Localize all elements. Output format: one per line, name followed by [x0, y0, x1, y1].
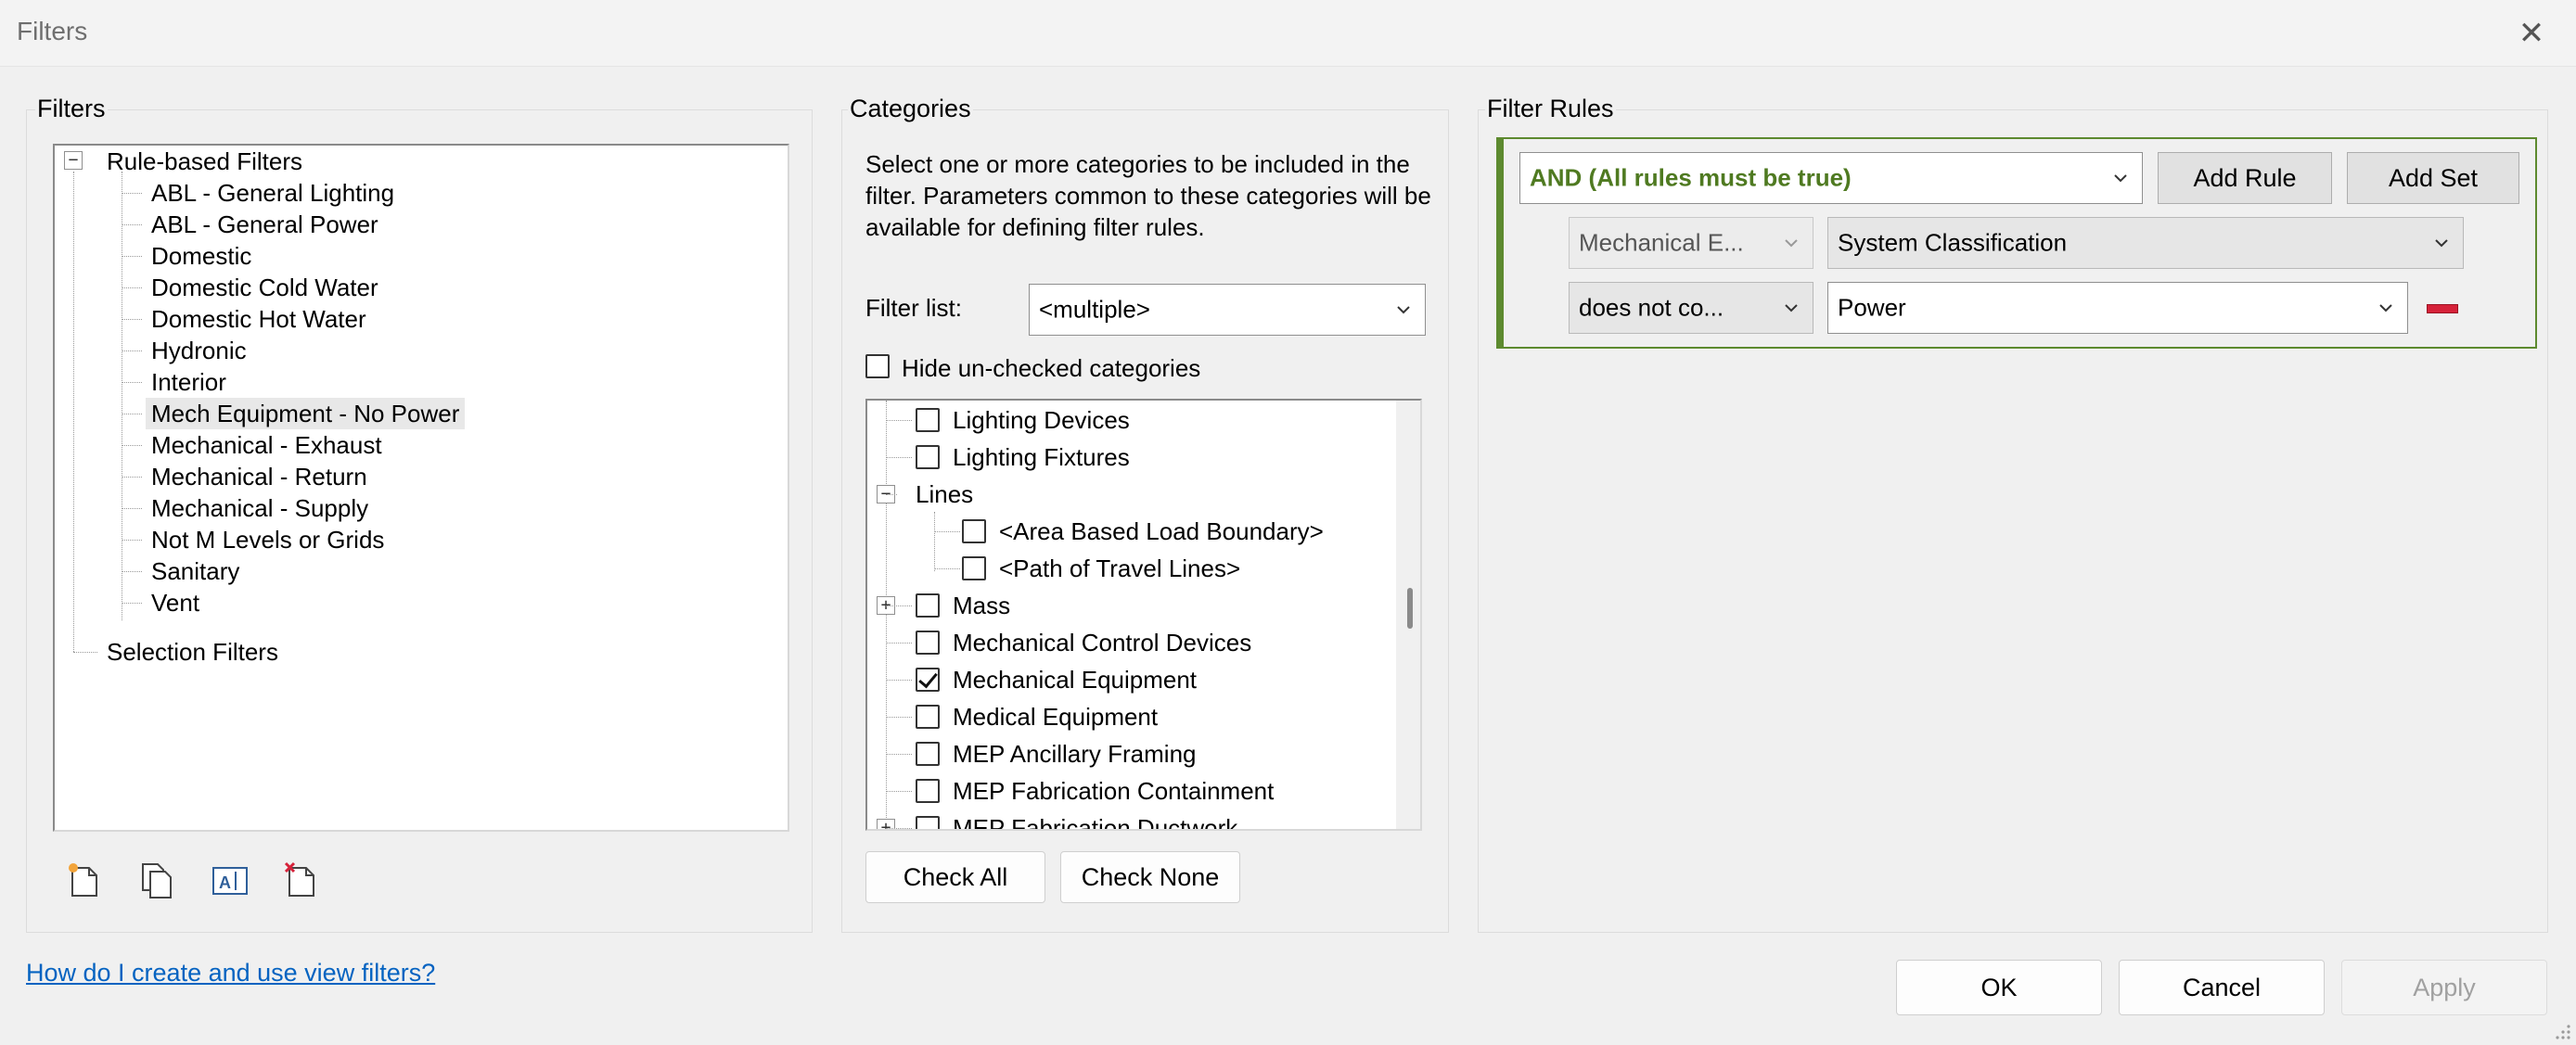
- tree-item-filter[interactable]: Mechanical - Exhaust: [151, 431, 382, 459]
- tree-item-filter[interactable]: Sanitary: [151, 557, 240, 585]
- category-item-label[interactable]: MEP Fabrication Containment: [953, 777, 1275, 805]
- tree-item-filter[interactable]: ABL - General Lighting: [151, 179, 395, 207]
- tree-item-filter[interactable]: Hydronic: [151, 337, 247, 364]
- add-set-button[interactable]: Add Set: [2347, 152, 2519, 204]
- rule-parameter-dropdown[interactable]: System Classification: [1827, 217, 2464, 269]
- filter-list-value: <multiple>: [1039, 295, 1150, 324]
- tree-item-filter[interactable]: Not M Levels or Grids: [151, 526, 385, 554]
- categories-scroll-thumb[interactable]: [1407, 588, 1413, 629]
- category-item-label[interactable]: Lighting Devices: [953, 406, 1130, 434]
- category-checkbox[interactable]: [962, 519, 986, 543]
- categories-description: Select one or more categories to be incl…: [865, 150, 1431, 241]
- filters-group-title: Filters: [35, 95, 108, 123]
- add-rule-button[interactable]: Add Rule: [2158, 152, 2332, 204]
- hide-unchecked-label: Hide un-checked categories: [902, 354, 1201, 382]
- remove-rule-icon[interactable]: [2427, 304, 2458, 313]
- operator-dropdown[interactable]: AND (All rules must be true): [1519, 152, 2143, 204]
- filter-list-dropdown[interactable]: <multiple>: [1029, 284, 1426, 336]
- check-all-button[interactable]: Check All: [865, 851, 1045, 903]
- rule-parameter-value: System Classification: [1838, 228, 2068, 257]
- apply-button[interactable]: Apply: [2341, 960, 2547, 1015]
- new-filter-icon[interactable]: [65, 860, 106, 901]
- tree-item-filter[interactable]: Domestic Hot Water: [151, 305, 366, 333]
- tree-item-filter[interactable]: Mech Equipment - No Power: [146, 398, 466, 429]
- category-checkbox[interactable]: [916, 779, 940, 803]
- category-checkbox[interactable]: [916, 742, 940, 766]
- title-bar: Filters ✕: [0, 0, 2576, 67]
- category-item-label[interactable]: Mechanical Control Devices: [953, 629, 1252, 656]
- tree-item-filter[interactable]: Domestic: [151, 242, 252, 270]
- filter-rules-group-title: Filter Rules: [1485, 95, 1616, 123]
- rule-value-combobox[interactable]: Power: [1827, 282, 2408, 334]
- check-none-button[interactable]: Check None: [1060, 851, 1240, 903]
- chevron-down-icon: [2435, 239, 2448, 248]
- filter-list-label: Filter list:: [865, 294, 962, 322]
- category-checkbox[interactable]: [916, 445, 940, 469]
- filters-tree[interactable]: − Rule-based Filters ABL - General Light…: [53, 144, 789, 832]
- category-item-label[interactable]: MEP Ancillary Framing: [953, 740, 1197, 768]
- chevron-down-icon: [1785, 304, 1798, 312]
- categories-scrollbar[interactable]: [1396, 401, 1420, 829]
- chevron-down-icon: [2379, 304, 2392, 312]
- rule-value-text: Power: [1838, 293, 1906, 322]
- tree-item-filter[interactable]: Domestic Cold Water: [151, 274, 378, 301]
- help-link[interactable]: How do I create and use view filters?: [26, 959, 436, 987]
- category-item-label[interactable]: <Path of Travel Lines>: [999, 554, 1241, 582]
- duplicate-filter-icon[interactable]: [137, 860, 178, 901]
- chevron-down-icon: [1397, 306, 1410, 314]
- svg-text:A: A: [219, 873, 231, 892]
- operator-value: AND (All rules must be true): [1530, 163, 1852, 192]
- collapse-rule-based-icon[interactable]: −: [64, 151, 83, 170]
- category-checkbox[interactable]: [962, 556, 986, 580]
- rule-category-value: Mechanical E...: [1579, 228, 1744, 257]
- category-checkbox[interactable]: [916, 816, 940, 829]
- categories-group-title: Categories: [848, 95, 973, 123]
- category-item-label[interactable]: Medical Equipment: [953, 703, 1159, 731]
- tree-root-selection[interactable]: Selection Filters: [107, 638, 278, 666]
- category-checkbox[interactable]: [916, 668, 940, 692]
- tree-item-filter[interactable]: Vent: [151, 589, 200, 617]
- delete-filter-icon[interactable]: [282, 860, 323, 901]
- resize-grip-icon[interactable]: [2554, 1023, 2572, 1041]
- rename-filter-icon[interactable]: A: [210, 860, 250, 901]
- rule-condition-value: does not co...: [1579, 293, 1724, 322]
- ok-button[interactable]: OK: [1896, 960, 2102, 1015]
- chevron-down-icon: [2114, 174, 2127, 183]
- rule-category-dropdown[interactable]: Mechanical E...: [1569, 217, 1813, 269]
- tree-item-filter[interactable]: Mechanical - Return: [151, 463, 367, 491]
- category-checkbox[interactable]: [916, 408, 940, 432]
- category-item-label[interactable]: <Area Based Load Boundary>: [999, 517, 1324, 545]
- category-item-label[interactable]: Mass: [953, 592, 1011, 619]
- close-icon[interactable]: ✕: [2518, 16, 2545, 51]
- tree-root-rule-based[interactable]: Rule-based Filters: [107, 147, 302, 175]
- chevron-down-icon: [1785, 239, 1798, 248]
- category-item-label[interactable]: Mechanical Equipment: [953, 666, 1198, 694]
- tree-item-filter[interactable]: Mechanical - Supply: [151, 494, 369, 522]
- rule-condition-dropdown[interactable]: does not co...: [1569, 282, 1813, 334]
- category-item-label[interactable]: Lighting Fixtures: [953, 443, 1130, 471]
- category-checkbox[interactable]: [916, 631, 940, 655]
- window-title: Filters: [17, 17, 88, 45]
- category-checkbox[interactable]: [916, 593, 940, 618]
- hide-unchecked-checkbox[interactable]: [865, 354, 890, 378]
- expand-icon[interactable]: +: [877, 819, 895, 829]
- category-item-label[interactable]: MEP Fabrication Ductwork: [953, 814, 1238, 831]
- category-checkbox[interactable]: [916, 705, 940, 729]
- cancel-button[interactable]: Cancel: [2119, 960, 2325, 1015]
- tree-item-filter[interactable]: ABL - General Power: [151, 210, 378, 238]
- tree-item-filter[interactable]: Interior: [151, 368, 226, 396]
- category-item-label[interactable]: Lines: [916, 480, 974, 508]
